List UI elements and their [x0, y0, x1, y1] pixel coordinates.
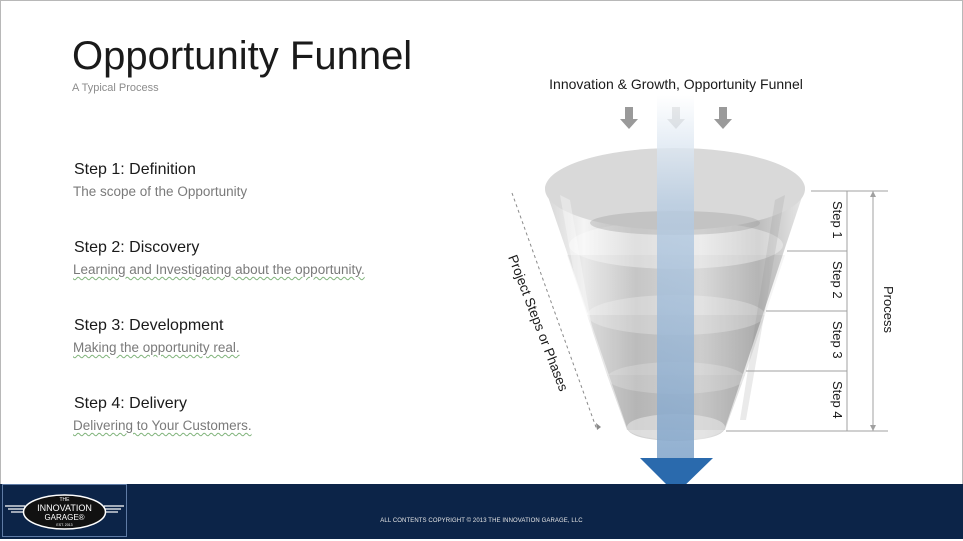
- phases-guide-arrow-icon: [596, 423, 601, 430]
- step-title: Step 3: Development: [74, 317, 224, 334]
- copyright-text: ALL CONTENTS COPYRIGHT © 2013 THE INNOVA…: [0, 518, 963, 524]
- side-label: Project Steps or Phases: [505, 253, 571, 394]
- scale-label-step-1: Step 1: [830, 201, 845, 239]
- svg-text:GARAGE®: GARAGE®: [44, 513, 84, 522]
- step-item-3: Step 3: Development Making the opportuni…: [73, 317, 240, 355]
- scale-label-step-2: Step 2: [830, 261, 845, 299]
- scale-label-step-3: Step 3: [830, 321, 845, 359]
- step-item-2: Step 2: Discovery Learning and Investiga…: [73, 239, 365, 277]
- step-title: Step 2: Discovery: [74, 239, 200, 256]
- input-arrow-icon: [620, 107, 638, 129]
- step-description: Delivering to Your Customers.: [73, 418, 252, 433]
- step-scale: [726, 190, 888, 432]
- step-title: Step 4: Delivery: [74, 395, 187, 412]
- flow-beam: [657, 95, 694, 462]
- step-item-4: Step 4: Delivery Delivering to Your Cust…: [73, 395, 252, 433]
- company-logo: THE INNOVATION GARAGE® EST. 2013: [2, 484, 127, 537]
- copyright-label: ALL CONTENTS COPYRIGHT © 2013 THE INNOVA…: [380, 518, 583, 524]
- step-description: Learning and Investigating about the opp…: [73, 262, 365, 277]
- output-arrow-icon: [640, 458, 713, 494]
- svg-text:THE: THE: [60, 497, 71, 503]
- step-item-1: Step 1: Definition The scope of the Oppo…: [73, 161, 247, 199]
- page-title: Opportunity Funnel: [72, 34, 413, 78]
- step-description: Making the opportunity real.: [73, 340, 240, 355]
- process-label: Process: [881, 286, 896, 333]
- input-arrow-icon: [714, 107, 732, 129]
- page-subtitle: A Typical Process: [72, 82, 159, 94]
- svg-text:INNOVATION: INNOVATION: [37, 503, 92, 513]
- innovation-garage-logo-icon: THE INNOVATION GARAGE® EST. 2013: [5, 494, 124, 530]
- step-title: Step 1: Definition: [74, 161, 196, 178]
- scale-label-step-4: Step 4: [830, 381, 845, 419]
- svg-text:EST. 2013: EST. 2013: [56, 523, 72, 527]
- diagram-heading: Innovation & Growth, Opportunity Funnel: [549, 76, 803, 92]
- step-description: The scope of the Opportunity: [73, 184, 248, 199]
- footer-bar: THE INNOVATION GARAGE® EST. 2013 ALL CON…: [0, 484, 963, 539]
